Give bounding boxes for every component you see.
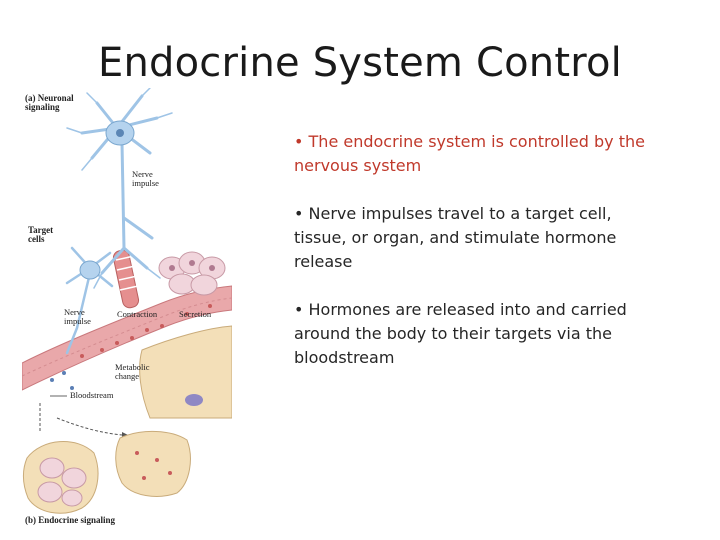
hormone-molecules [80,304,212,358]
label-metabolic-change: Metabolic change [115,362,150,381]
bullet-list: • The endocrine system is controlled by … [294,130,654,394]
endocrine-gland [22,441,99,514]
label-nerve-impulse-top: Nerve impulse [132,169,159,188]
cell-nucleus [185,394,203,406]
label-contraction: Contraction [117,309,158,319]
bullet-item: • Hormones are released into and carried… [294,300,627,367]
blood-vessel [22,285,232,391]
target-cell-cluster [158,251,226,296]
signaling-illustration [22,88,232,514]
neuron-left [65,246,114,355]
slide-title: Endocrine System Control [98,40,622,86]
target-tissue-bottom [115,430,191,497]
label-bloodstream: Bloodstream [70,390,114,400]
label-neuronal-signaling: (a) Neuronal signaling [25,93,74,112]
label-endocrine-signaling: (b) Endocrine signaling [25,515,116,525]
bullet-item: • The endocrine system is controlled by … [294,132,645,175]
signaling-figure: (a) Neuronal signaling Nerve impulse Tar… [22,88,232,532]
muscle-fiber [112,249,140,309]
tissue-cells [139,325,232,419]
bullet-item: • Nerve impulses travel to a target cell… [294,204,617,271]
label-nerve-impulse-left: Nerve impulse [64,307,91,326]
label-target-cells: Target cells [28,225,54,244]
label-secretion: Secretion [179,309,212,319]
